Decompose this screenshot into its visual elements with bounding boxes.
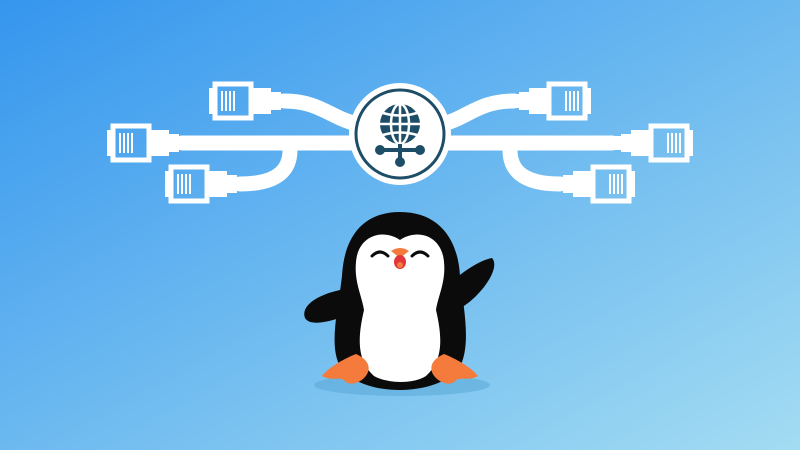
penguin-left-eye (370, 250, 390, 258)
penguin-right-eye (410, 250, 430, 258)
penguin-mascot (304, 212, 495, 396)
network-cables (174, 93, 620, 192)
penguin-right-foot (431, 354, 478, 384)
penguin-left-foot (322, 354, 369, 384)
penguin-belly (355, 234, 445, 382)
network-hub (349, 83, 451, 185)
globe-network-icon (375, 102, 425, 167)
penguin-beak (391, 248, 409, 258)
